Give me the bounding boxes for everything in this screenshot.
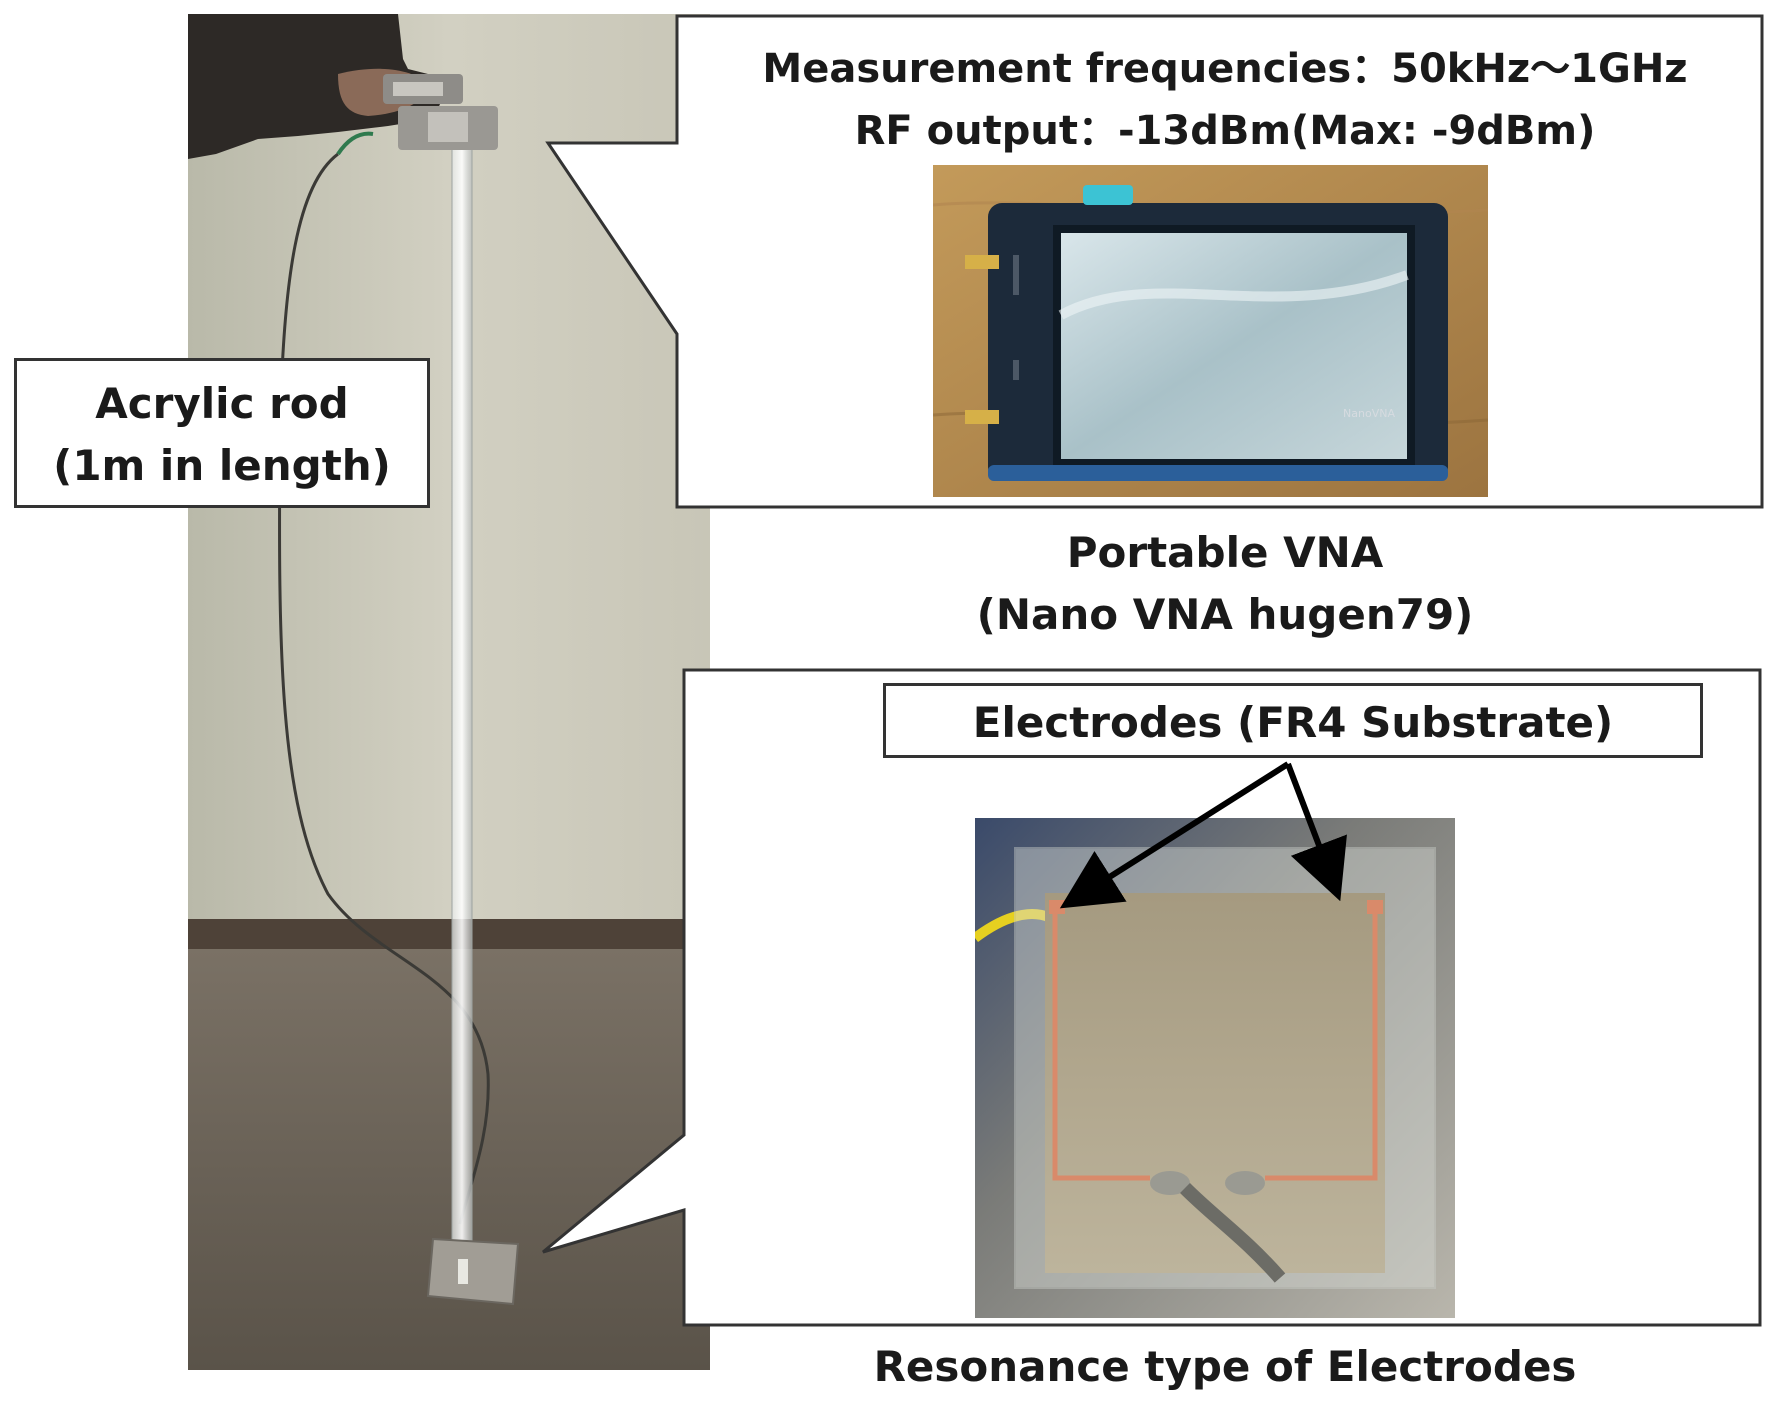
electrode-label-box: Electrodes (FR4 Substrate) — [883, 683, 1703, 758]
electrode-label-text: Electrodes (FR4 Substrate) — [972, 698, 1614, 747]
electrode-photo-drawing — [972, 818, 1455, 1318]
rod-label-line1: Acrylic rod — [95, 379, 349, 428]
vna-spec-rf-output: RF output：-13dBm(Max: -9dBm) — [854, 108, 1596, 154]
vna-brand-text: NanoVNA — [1343, 407, 1395, 420]
electrode-photo — [972, 818, 1455, 1318]
vna-caption-line2: (Nano VNA hugen79) — [976, 590, 1474, 639]
rod-label-line2: (1m in length) — [53, 441, 391, 490]
electrode-caption: Resonance type of Electrodes — [873, 1342, 1577, 1391]
vna-photo-drawing: NanoVNA — [932, 165, 1489, 497]
rod-label-box: Acrylic rod (1m in length) — [14, 358, 430, 508]
vna-caption-line1: Portable VNA — [1066, 528, 1384, 577]
vna-photo: NanoVNA — [932, 165, 1489, 497]
vna-spec-frequencies: Measurement frequencies：50kHz～1GHz — [762, 46, 1688, 92]
